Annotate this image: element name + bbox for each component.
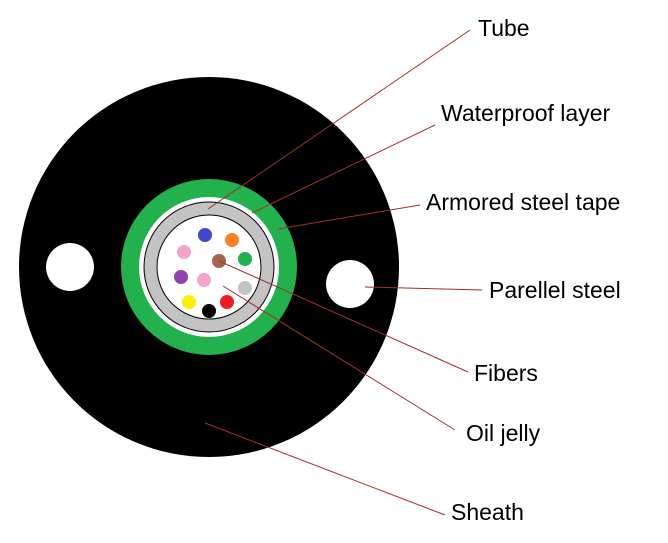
fiber: [238, 252, 252, 266]
leader-oil: [222, 285, 456, 431]
fiber: [238, 281, 252, 295]
parallel-steel-right: [326, 260, 374, 308]
leader-fibers: [218, 260, 469, 373]
label-fibers: Fibers: [474, 360, 538, 386]
label-armored-steel-tape: Armored steel tape: [426, 189, 621, 215]
label-oil-jelly: Oil jelly: [466, 420, 541, 446]
fiber: [225, 233, 239, 247]
parallel-steel-left: [46, 243, 94, 291]
fiber: [202, 304, 216, 318]
label-parallel-steel: Parellel steel: [489, 277, 621, 303]
leader-waterproof: [251, 124, 436, 214]
fiber: [174, 270, 188, 284]
leader-parallel: [364, 286, 483, 291]
label-waterproof-layer: Waterproof layer: [441, 100, 611, 126]
leader-lines: [204, 29, 483, 516]
fiber: [220, 295, 234, 309]
fibers-group: [174, 228, 252, 318]
fiber: [177, 245, 191, 259]
leader-armored: [277, 204, 421, 230]
leader-tube: [207, 29, 471, 210]
leader-sheath: [204, 422, 446, 516]
fiber: [197, 273, 211, 287]
label-tube: Tube: [478, 15, 530, 41]
fiber: [198, 228, 212, 242]
fiber: [182, 295, 196, 309]
label-sheath: Sheath: [451, 499, 524, 525]
